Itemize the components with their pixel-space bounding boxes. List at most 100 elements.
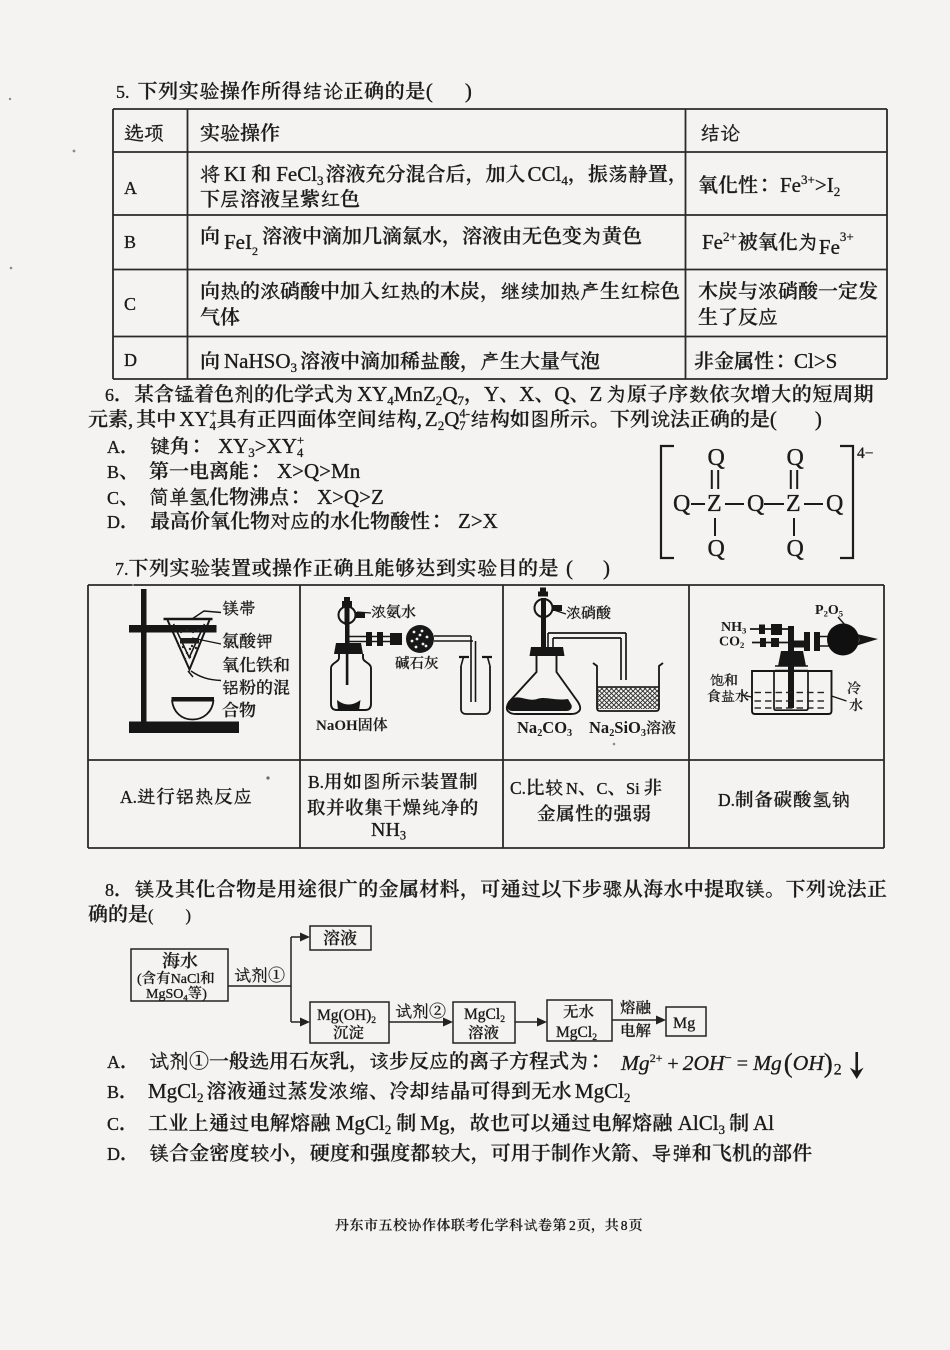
svg-text:,: , [128,407,133,431]
svg-text:): ) [603,556,610,580]
svg-text:MgSO: MgSO [146,987,183,1002]
svg-text:Al: Al [753,1111,774,1135]
svg-text:C: C [597,779,608,798]
svg-text:Fe: Fe [702,230,723,254]
svg-text:X>Q>Z: X>Q>Z [317,485,384,509]
svg-text:2: 2 [569,1218,576,1233]
svg-text:(: ( [148,906,154,925]
svg-text:Q: Q [442,382,457,406]
svg-text:Na: Na [517,718,537,737]
svg-text:2+: 2+ [723,229,737,244]
svg-text:Z: Z [425,407,438,431]
svg-text:4: 4 [210,419,217,433]
svg-text:3: 3 [641,728,646,739]
svg-text:+: + [210,407,217,421]
svg-text:7: 7 [459,419,465,433]
svg-text:4: 4 [183,993,188,1003]
svg-text:P: P [815,603,824,618]
svg-text:3: 3 [742,626,747,636]
svg-text:Si: Si [626,779,640,798]
svg-text:(: ( [566,556,573,580]
svg-text:Q: Q [444,407,459,431]
svg-text:): ) [824,1048,833,1078]
svg-text:OH: OH [793,1051,826,1075]
svg-text:X>Q>Mn: X>Q>Mn [277,459,361,483]
svg-text:Mg: Mg [673,1015,695,1032]
svg-text:2: 2 [592,1032,597,1043]
svg-text:3: 3 [248,445,255,460]
svg-text:NH: NH [371,819,400,841]
svg-text:Q: Q [708,536,725,562]
svg-text:(: ( [784,1048,793,1078]
svg-text:): ) [465,79,472,103]
svg-text:B: B [107,462,119,482]
svg-text:): ) [815,407,822,431]
svg-text:2: 2 [740,640,744,650]
svg-text:Q: Q [554,382,569,406]
svg-text:C: C [107,1114,119,1134]
svg-text:MgCl: MgCl [464,1006,500,1023]
svg-text:(: ( [137,972,142,987]
svg-text:2: 2 [500,1014,505,1025]
svg-text:4: 4 [387,393,394,408]
svg-text:5: 5 [839,609,844,619]
svg-text:O: O [828,603,839,618]
svg-text:): ) [186,906,192,925]
svg-text:2: 2 [371,1015,376,1026]
svg-text:2: 2 [824,609,828,619]
svg-text:Q: Q [747,491,764,517]
svg-text:Mg: Mg [620,1051,650,1075]
svg-text:4−: 4− [857,445,874,462]
svg-text:C.: C. [510,778,526,798]
svg-text:2: 2 [436,393,443,408]
svg-text:2: 2 [197,1090,204,1105]
svg-text:+: + [667,1053,678,1075]
svg-text:NaCl: NaCl [171,972,201,987]
svg-text:Z>X: Z>X [458,509,498,533]
svg-text:X: X [519,382,534,406]
svg-text:Z: Z [590,382,603,406]
svg-text:4: 4 [297,446,304,460]
svg-text:A: A [107,1052,120,1072]
svg-text:A: A [107,437,120,457]
svg-text:Fe: Fe [819,235,840,259]
svg-text:Cl>S: Cl>S [794,349,837,373]
svg-text:−: − [725,1050,732,1065]
svg-text:3+: 3+ [840,229,854,244]
svg-text:Mg(OH): Mg(OH) [317,1007,371,1024]
svg-text:Na: Na [589,718,609,737]
svg-text:3: 3 [719,1122,726,1137]
svg-text:AlCl: AlCl [678,1111,719,1135]
svg-text:2+: 2+ [650,1051,663,1065]
svg-text:A: A [124,178,137,198]
svg-text:7: 7 [458,393,465,408]
svg-text:FeI: FeI [224,230,252,254]
svg-text:N: N [566,779,578,798]
svg-text:Q: Q [826,491,843,517]
svg-text:2: 2 [609,728,614,739]
svg-text:KI: KI [224,162,246,186]
svg-text:MgCl: MgCl [336,1111,385,1135]
svg-text:Q: Q [787,536,804,562]
svg-text:Fe: Fe [780,173,801,197]
svg-text:Q: Q [787,445,804,471]
svg-text:3: 3 [291,360,298,375]
svg-text:D: D [107,1144,120,1164]
svg-text:3: 3 [317,173,324,188]
svg-text:C: C [124,294,136,314]
svg-text:D.: D. [718,790,735,810]
svg-text:8: 8 [105,880,114,900]
svg-text:XY: XY [357,382,387,406]
svg-text:>I: >I [815,173,834,197]
svg-text:C: C [107,488,119,508]
svg-text:8: 8 [621,1218,628,1233]
svg-text:D: D [124,350,137,370]
svg-text:Mg: Mg [752,1051,782,1075]
svg-text:CO: CO [719,635,740,650]
svg-text:NaHSO: NaHSO [224,349,291,373]
svg-text:B.: B. [308,772,324,792]
svg-text:XY: XY [179,407,209,431]
svg-text:Z: Z [786,491,801,517]
svg-text:Q: Q [708,445,725,471]
svg-text:=: = [737,1053,748,1075]
